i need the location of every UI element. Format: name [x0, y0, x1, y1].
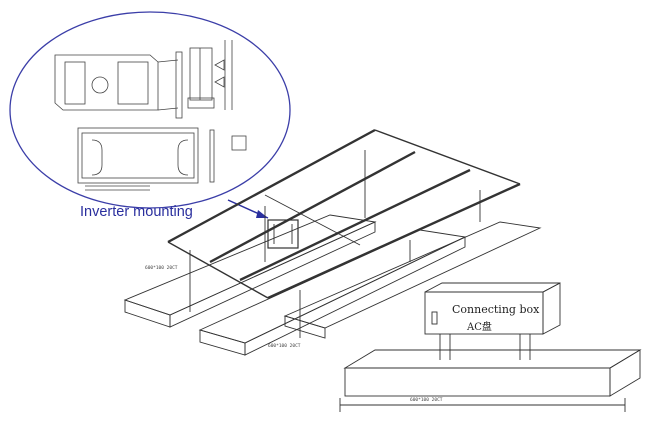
- foundation-label-2: 600*100 20CT: [268, 344, 301, 349]
- foundation-label-3: 600*100 20CT: [410, 398, 443, 403]
- connecting-box-foundation: [339, 349, 642, 412]
- mounting-structure: [123, 128, 542, 356]
- inverter-mounting-label: Inverter mounting: [80, 204, 193, 220]
- inverter-detail-inset: [9, 11, 291, 209]
- foundation-label-1: 600*100 20CT: [145, 266, 178, 271]
- ac-panel-label: AC盘: [467, 322, 492, 333]
- connecting-box: [424, 282, 561, 360]
- connecting-box-label: Connecting box: [452, 303, 540, 316]
